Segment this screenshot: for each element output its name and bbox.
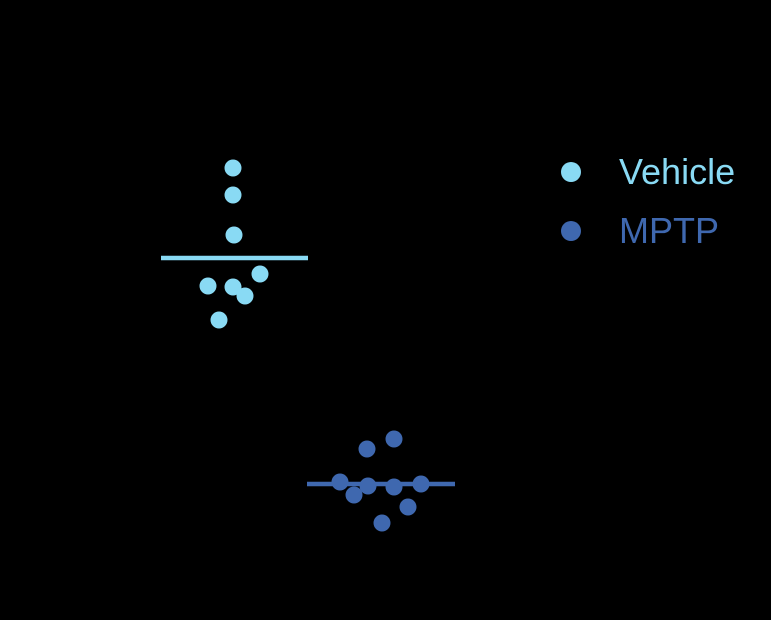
legend-item-mptp: MPTP xyxy=(561,211,735,251)
mptp-data-point xyxy=(385,430,403,448)
vehicle-data-point xyxy=(236,287,254,305)
vehicle-series xyxy=(161,159,308,329)
mptp-legend-marker-icon xyxy=(561,221,581,241)
mptp-data-point xyxy=(359,477,377,495)
vehicle-data-point xyxy=(225,226,243,244)
mptp-data-point xyxy=(412,475,430,493)
vehicle-data-point xyxy=(224,278,242,296)
mptp-data-point xyxy=(331,473,349,491)
vehicle-data-point xyxy=(224,186,242,204)
vehicle-data-point xyxy=(199,277,217,295)
mptp-legend-label: MPTP xyxy=(619,210,720,251)
legend-item-vehicle: Vehicle xyxy=(561,152,735,192)
mptp-data-point xyxy=(345,486,363,504)
vehicle-legend-label: Vehicle xyxy=(619,151,736,192)
mptp-data-point xyxy=(358,440,376,458)
legend: Vehicle MPTP xyxy=(561,152,735,251)
mptp-data-point xyxy=(399,498,417,516)
mptp-data-point xyxy=(373,514,391,532)
mptp-series xyxy=(307,430,455,532)
vehicle-data-point xyxy=(210,311,228,329)
mptp-data-point xyxy=(385,478,403,496)
vehicle-data-point xyxy=(251,265,269,283)
vehicle-data-point xyxy=(224,159,242,177)
vehicle-legend-marker-icon xyxy=(561,162,581,182)
